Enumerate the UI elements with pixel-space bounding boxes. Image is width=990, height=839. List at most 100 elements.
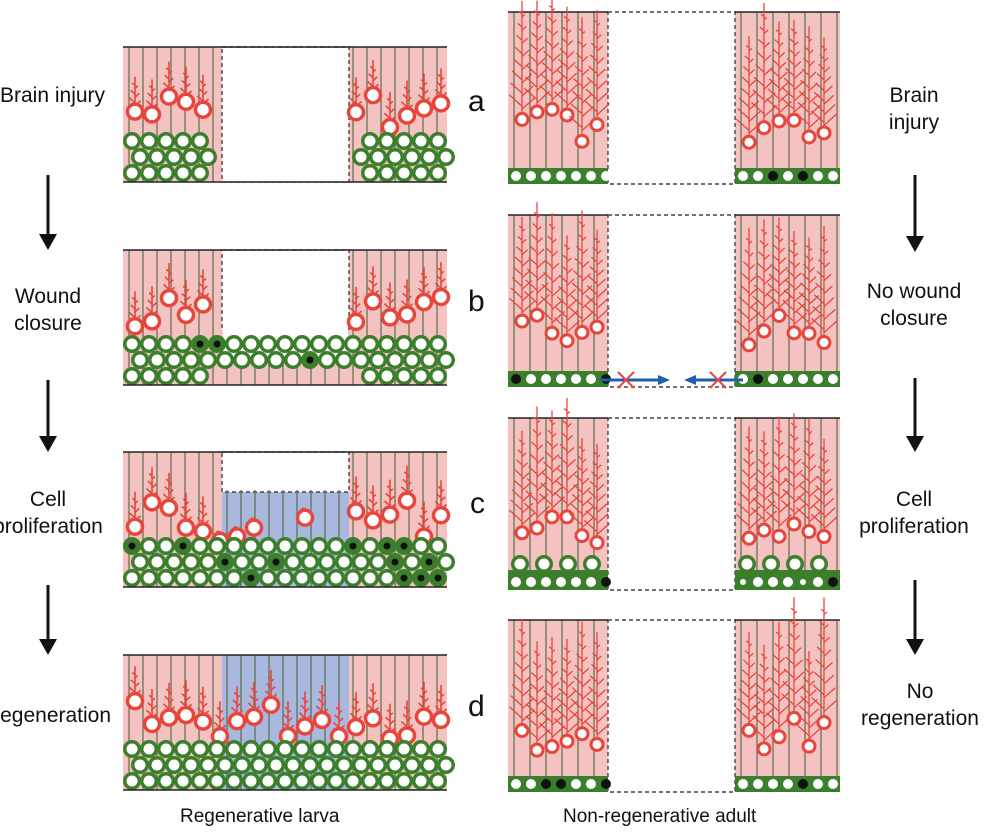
dendrite-branch: [162, 82, 170, 89]
dendrite-branch: [402, 93, 408, 99]
dendrite-branch: [528, 54, 538, 63]
dendrite-branch: [793, 469, 803, 479]
progenitor-cell: [148, 351, 166, 369]
progenitor-nucleus: [511, 779, 521, 789]
dendrite-branch: [179, 87, 187, 94]
neuron: [735, 227, 763, 353]
dendrite-branch: [575, 653, 583, 660]
dendrite-branch: [753, 76, 765, 87]
dendrite-branch: [555, 80, 568, 92]
neuron: [508, 619, 536, 739]
larva-panel-c: [123, 451, 455, 588]
progenitor-cell: [511, 555, 529, 573]
cell-nucleus: [177, 775, 189, 787]
cell-nucleus: [355, 151, 367, 163]
progenitor-nucleus: [541, 374, 551, 384]
dendrite-branch: [372, 699, 378, 705]
progenitor-cell: [182, 351, 200, 369]
neuron-soma: [559, 333, 575, 349]
dendrite-branch: [566, 411, 571, 415]
dendrite-branch: [351, 300, 357, 305]
neuron: [431, 262, 451, 307]
dendrite-branch: [321, 693, 326, 698]
dendrite-branch: [521, 642, 527, 648]
neuron: [765, 416, 793, 544]
dendrite-branch: [202, 278, 207, 282]
dendrite-branch: [748, 681, 758, 691]
left-arrow-2: [39, 585, 57, 655]
neuron-soma: [346, 502, 366, 521]
neuron-soma: [346, 312, 366, 332]
dendrite-branch: [596, 678, 605, 686]
dendrite-branch: [817, 465, 825, 472]
dendrite-branch: [768, 78, 780, 89]
dendrite-branch: [162, 493, 170, 500]
dendrite-branch: [147, 702, 153, 708]
dendrite-branch: [802, 263, 810, 270]
dendrite-branch: [400, 721, 408, 728]
progenitor-cell: [123, 367, 141, 385]
dendrite-branch: [553, 718, 568, 731]
dendrite-branch: [515, 246, 523, 253]
dendrite-branch: [581, 30, 586, 35]
dendrite-branch: [778, 61, 787, 70]
dendrite-branch: [748, 472, 757, 480]
dendrite-branch: [752, 715, 765, 727]
progenitor-nucleus: [768, 171, 778, 181]
dendrite-branch: [521, 482, 531, 491]
dendrite-branch: [264, 690, 272, 697]
dendrite-branch: [523, 502, 538, 515]
dendrite-branch: [536, 68, 548, 79]
cell-nucleus: [381, 370, 393, 382]
dendrite-branch: [551, 53, 561, 63]
progenitor-cell: [412, 772, 430, 790]
dendrite-branch: [592, 246, 598, 252]
neuron: [346, 286, 366, 332]
neuron: [295, 691, 315, 736]
dendrite-branch: [759, 239, 765, 245]
cell-nucleus: [432, 540, 444, 552]
dendrite-branch: [588, 275, 598, 285]
cell-nucleus: [355, 556, 367, 568]
dendrite-branch: [763, 265, 772, 273]
cell-nucleus: [143, 135, 155, 147]
dendrite-branch: [752, 295, 765, 307]
dendrite-branch: [514, 469, 523, 477]
dendrite-branch: [419, 514, 425, 520]
progenitor-cell: [191, 740, 209, 758]
progenitor-cell: [250, 351, 268, 369]
dendrite-branch: [823, 687, 836, 699]
cell-nucleus: [228, 775, 240, 787]
progenitor-cell: [403, 148, 421, 166]
neuron: [414, 73, 434, 118]
progenitor-cell: [403, 351, 421, 369]
dendrite-branch: [813, 294, 825, 305]
dendrite-branch: [801, 273, 810, 281]
cell-nucleus: [313, 743, 325, 755]
neuron-soma: [514, 723, 530, 739]
dendrite-branch: [778, 669, 787, 677]
dendrite-branch: [368, 696, 374, 702]
dendrite-branch: [763, 481, 773, 490]
dendrite-branch: [508, 509, 523, 522]
progenitor-cell: [267, 756, 285, 774]
progenitor-cell: [429, 537, 447, 555]
dendrite-branch: [437, 74, 442, 78]
dendrite-branch: [544, 450, 553, 459]
dendrite-branch: [566, 690, 576, 700]
cell-nucleus: [765, 558, 777, 570]
dendrite-branch: [551, 453, 560, 462]
progenitor-nucleus: [783, 171, 793, 181]
dendrite-branch: [793, 447, 801, 454]
dendrite-branch: [596, 91, 609, 103]
dendrite-branch: [778, 237, 784, 243]
dendrite-branch: [536, 664, 542, 669]
dendrite-branch: [230, 706, 238, 713]
dendrite-branch: [795, 507, 810, 520]
neuron-soma: [295, 508, 315, 527]
dendrite-branch: [551, 649, 556, 653]
dendrite-branch: [518, 439, 523, 443]
dendrite-branch: [735, 320, 750, 333]
neuron: [380, 479, 400, 524]
cell-nucleus: [296, 338, 308, 350]
